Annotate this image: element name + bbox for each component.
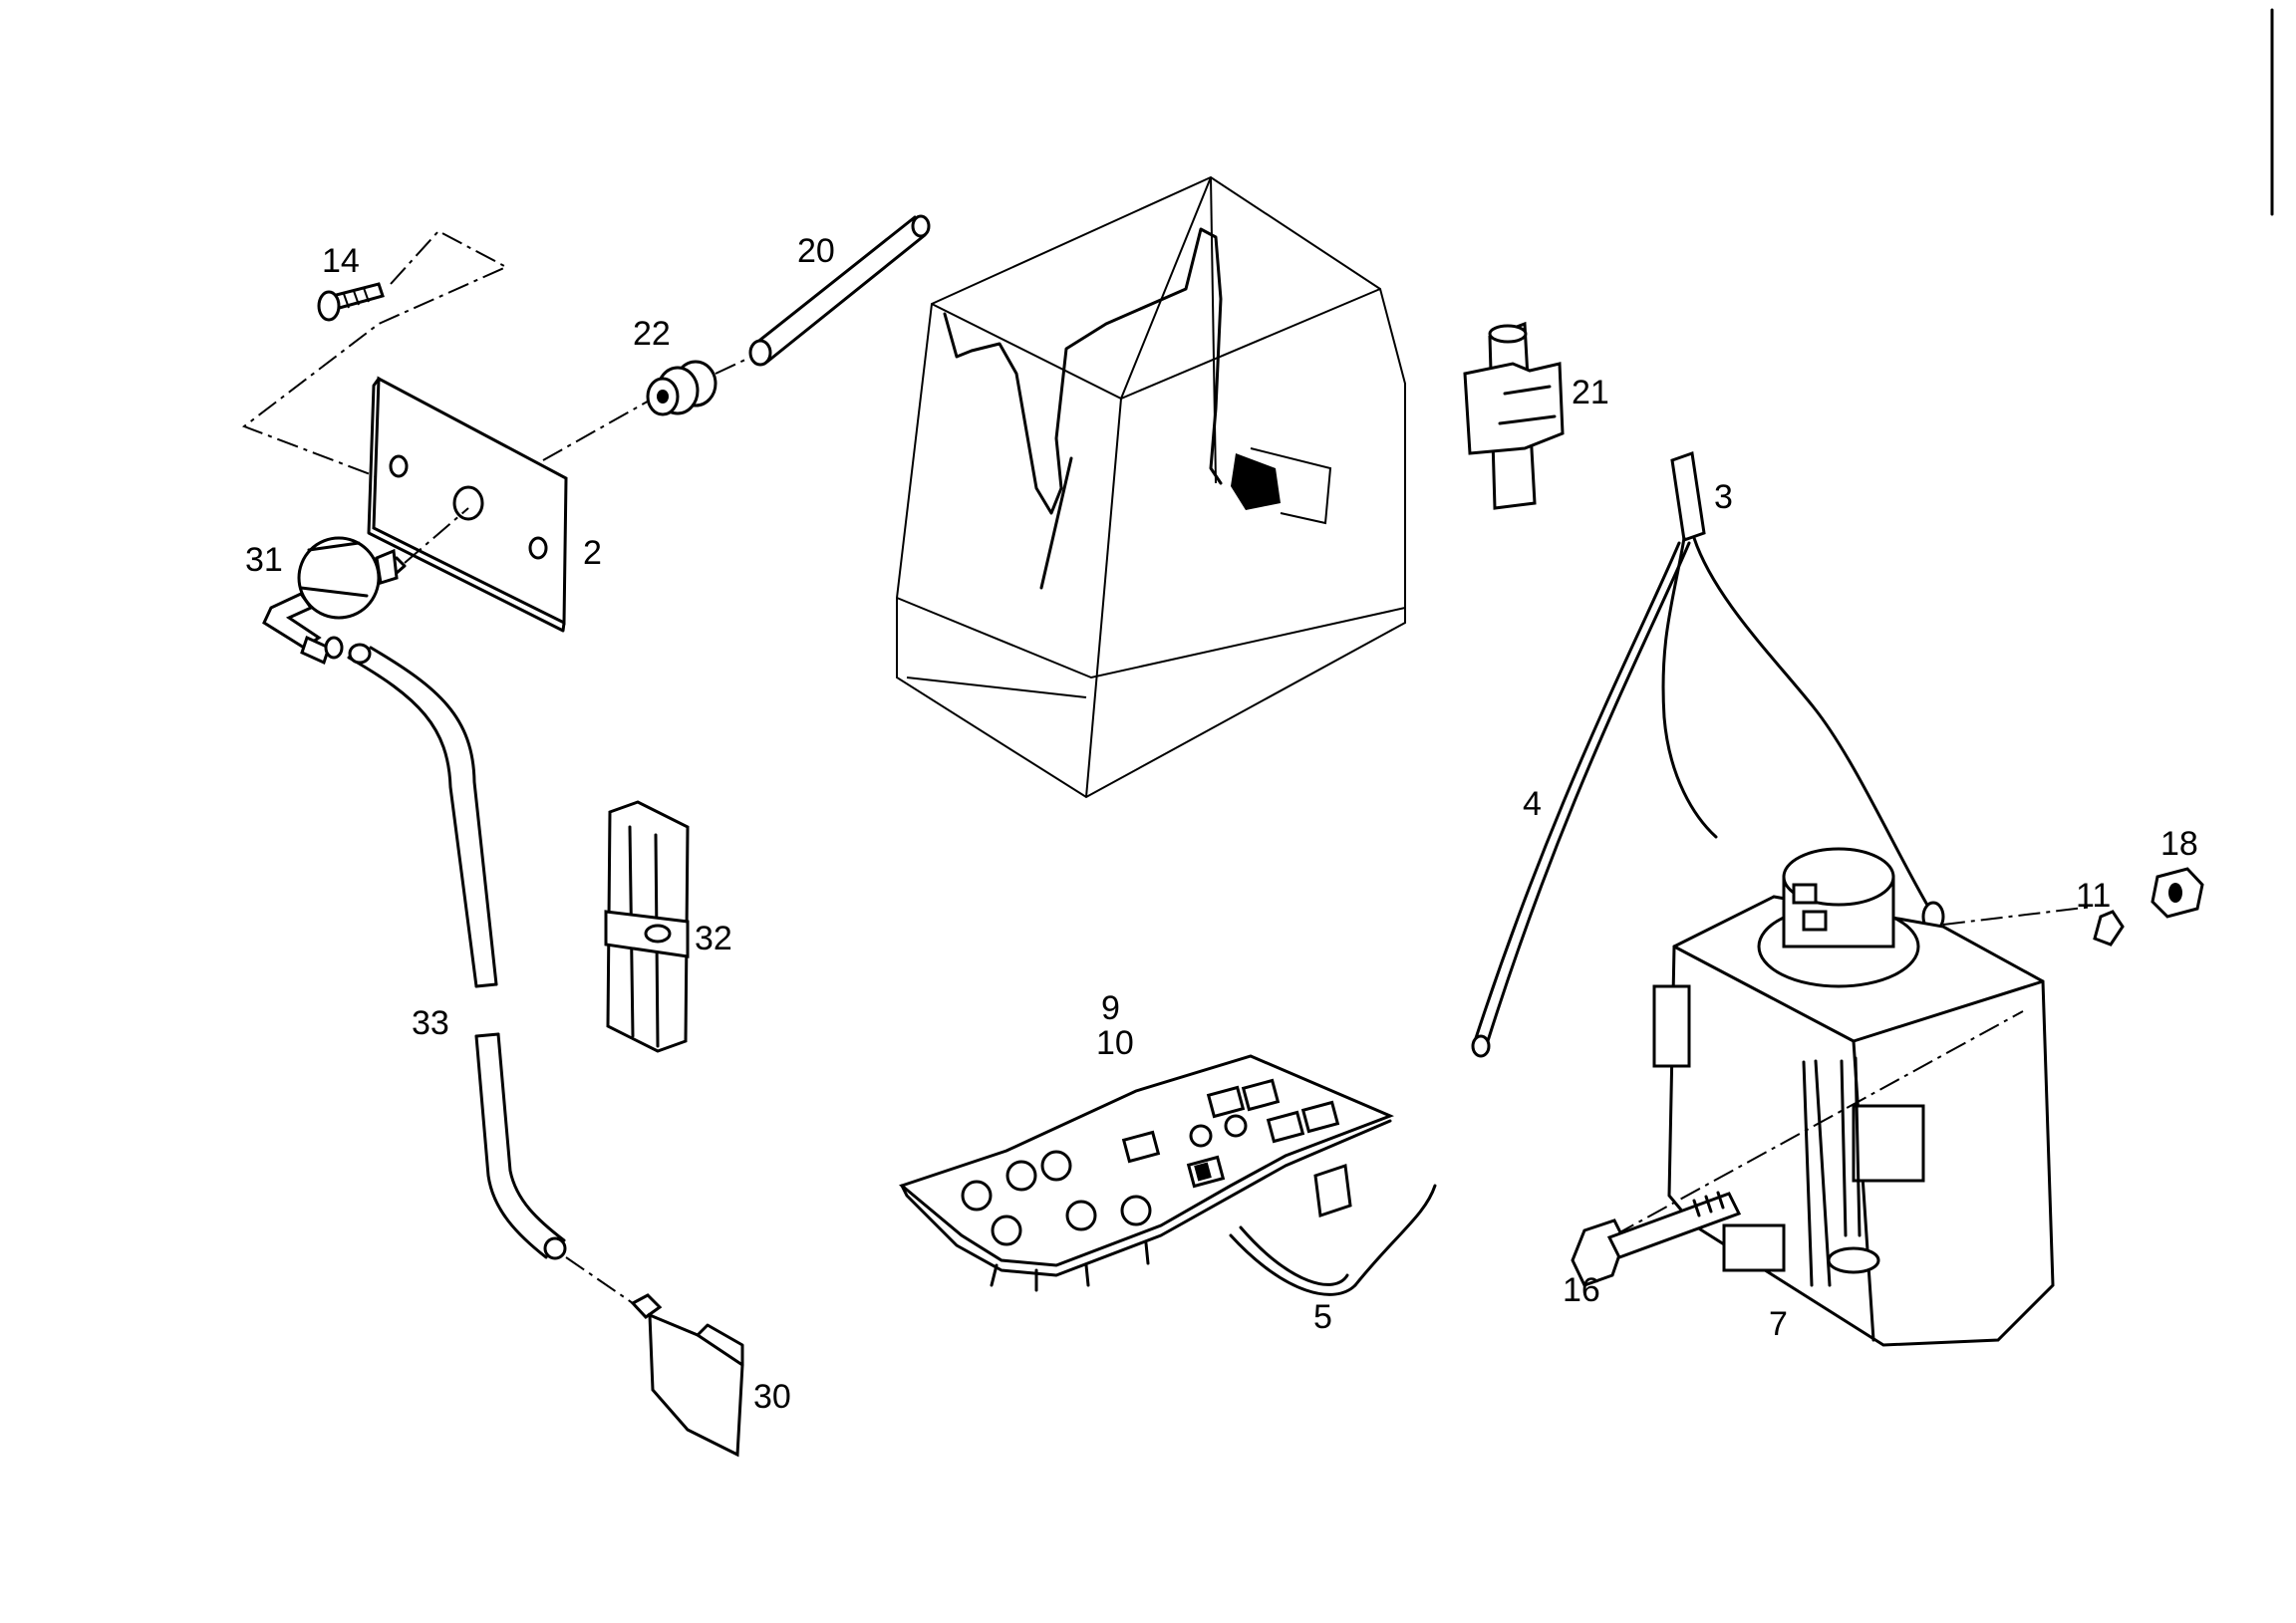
part-30-nozzle	[630, 1293, 744, 1458]
part-16-bolt	[1571, 1191, 1742, 1287]
part-32-clip	[604, 800, 690, 1053]
label-21: 21	[1572, 374, 1609, 411]
part-21-clamp	[1463, 321, 1565, 510]
part-33-hose-upper	[347, 643, 498, 988]
part-33-hose-lower	[474, 1032, 567, 1260]
label-10: 10	[1096, 1024, 1134, 1062]
part-4-cable	[1471, 541, 1691, 1058]
label-14: 14	[322, 242, 360, 280]
part-11-washer	[2093, 910, 2125, 947]
label-5: 5	[1313, 1298, 1332, 1336]
label-9: 9	[1101, 989, 1120, 1027]
leader-16-reservoir	[1613, 1010, 2024, 1236]
leader-31-plate	[404, 507, 469, 564]
label-4: 4	[1523, 785, 1542, 823]
leader-14-plate	[241, 229, 509, 484]
part-7-reservoir	[1652, 847, 2055, 1347]
label-11: 11	[2076, 877, 2112, 915]
leader-plate-22	[542, 398, 654, 461]
label-20: 20	[797, 232, 835, 270]
leader-22-20	[715, 358, 748, 375]
part-22-grommet	[646, 360, 718, 416]
label-16: 16	[1563, 1271, 1600, 1309]
part-18-nut	[2151, 867, 2204, 919]
label-7: 7	[1769, 1305, 1788, 1343]
label-31: 31	[245, 541, 283, 579]
part-14-screw	[317, 282, 385, 322]
part-9-10-switch-panel	[898, 1054, 1437, 1296]
label-22: 22	[633, 315, 671, 353]
part-20-hose	[748, 214, 931, 367]
label-18: 18	[2160, 825, 2198, 863]
leader-11-18	[1942, 906, 2094, 926]
leader-33-30	[565, 1256, 634, 1304]
part-31-pump	[262, 536, 407, 666]
cabin-box	[896, 175, 1406, 799]
label-2: 2	[583, 534, 602, 572]
part-2-plate	[367, 376, 568, 633]
label-3: 3	[1714, 478, 1733, 516]
label-30: 30	[753, 1378, 791, 1416]
label-33: 33	[412, 1004, 449, 1042]
label-32: 32	[695, 920, 732, 957]
